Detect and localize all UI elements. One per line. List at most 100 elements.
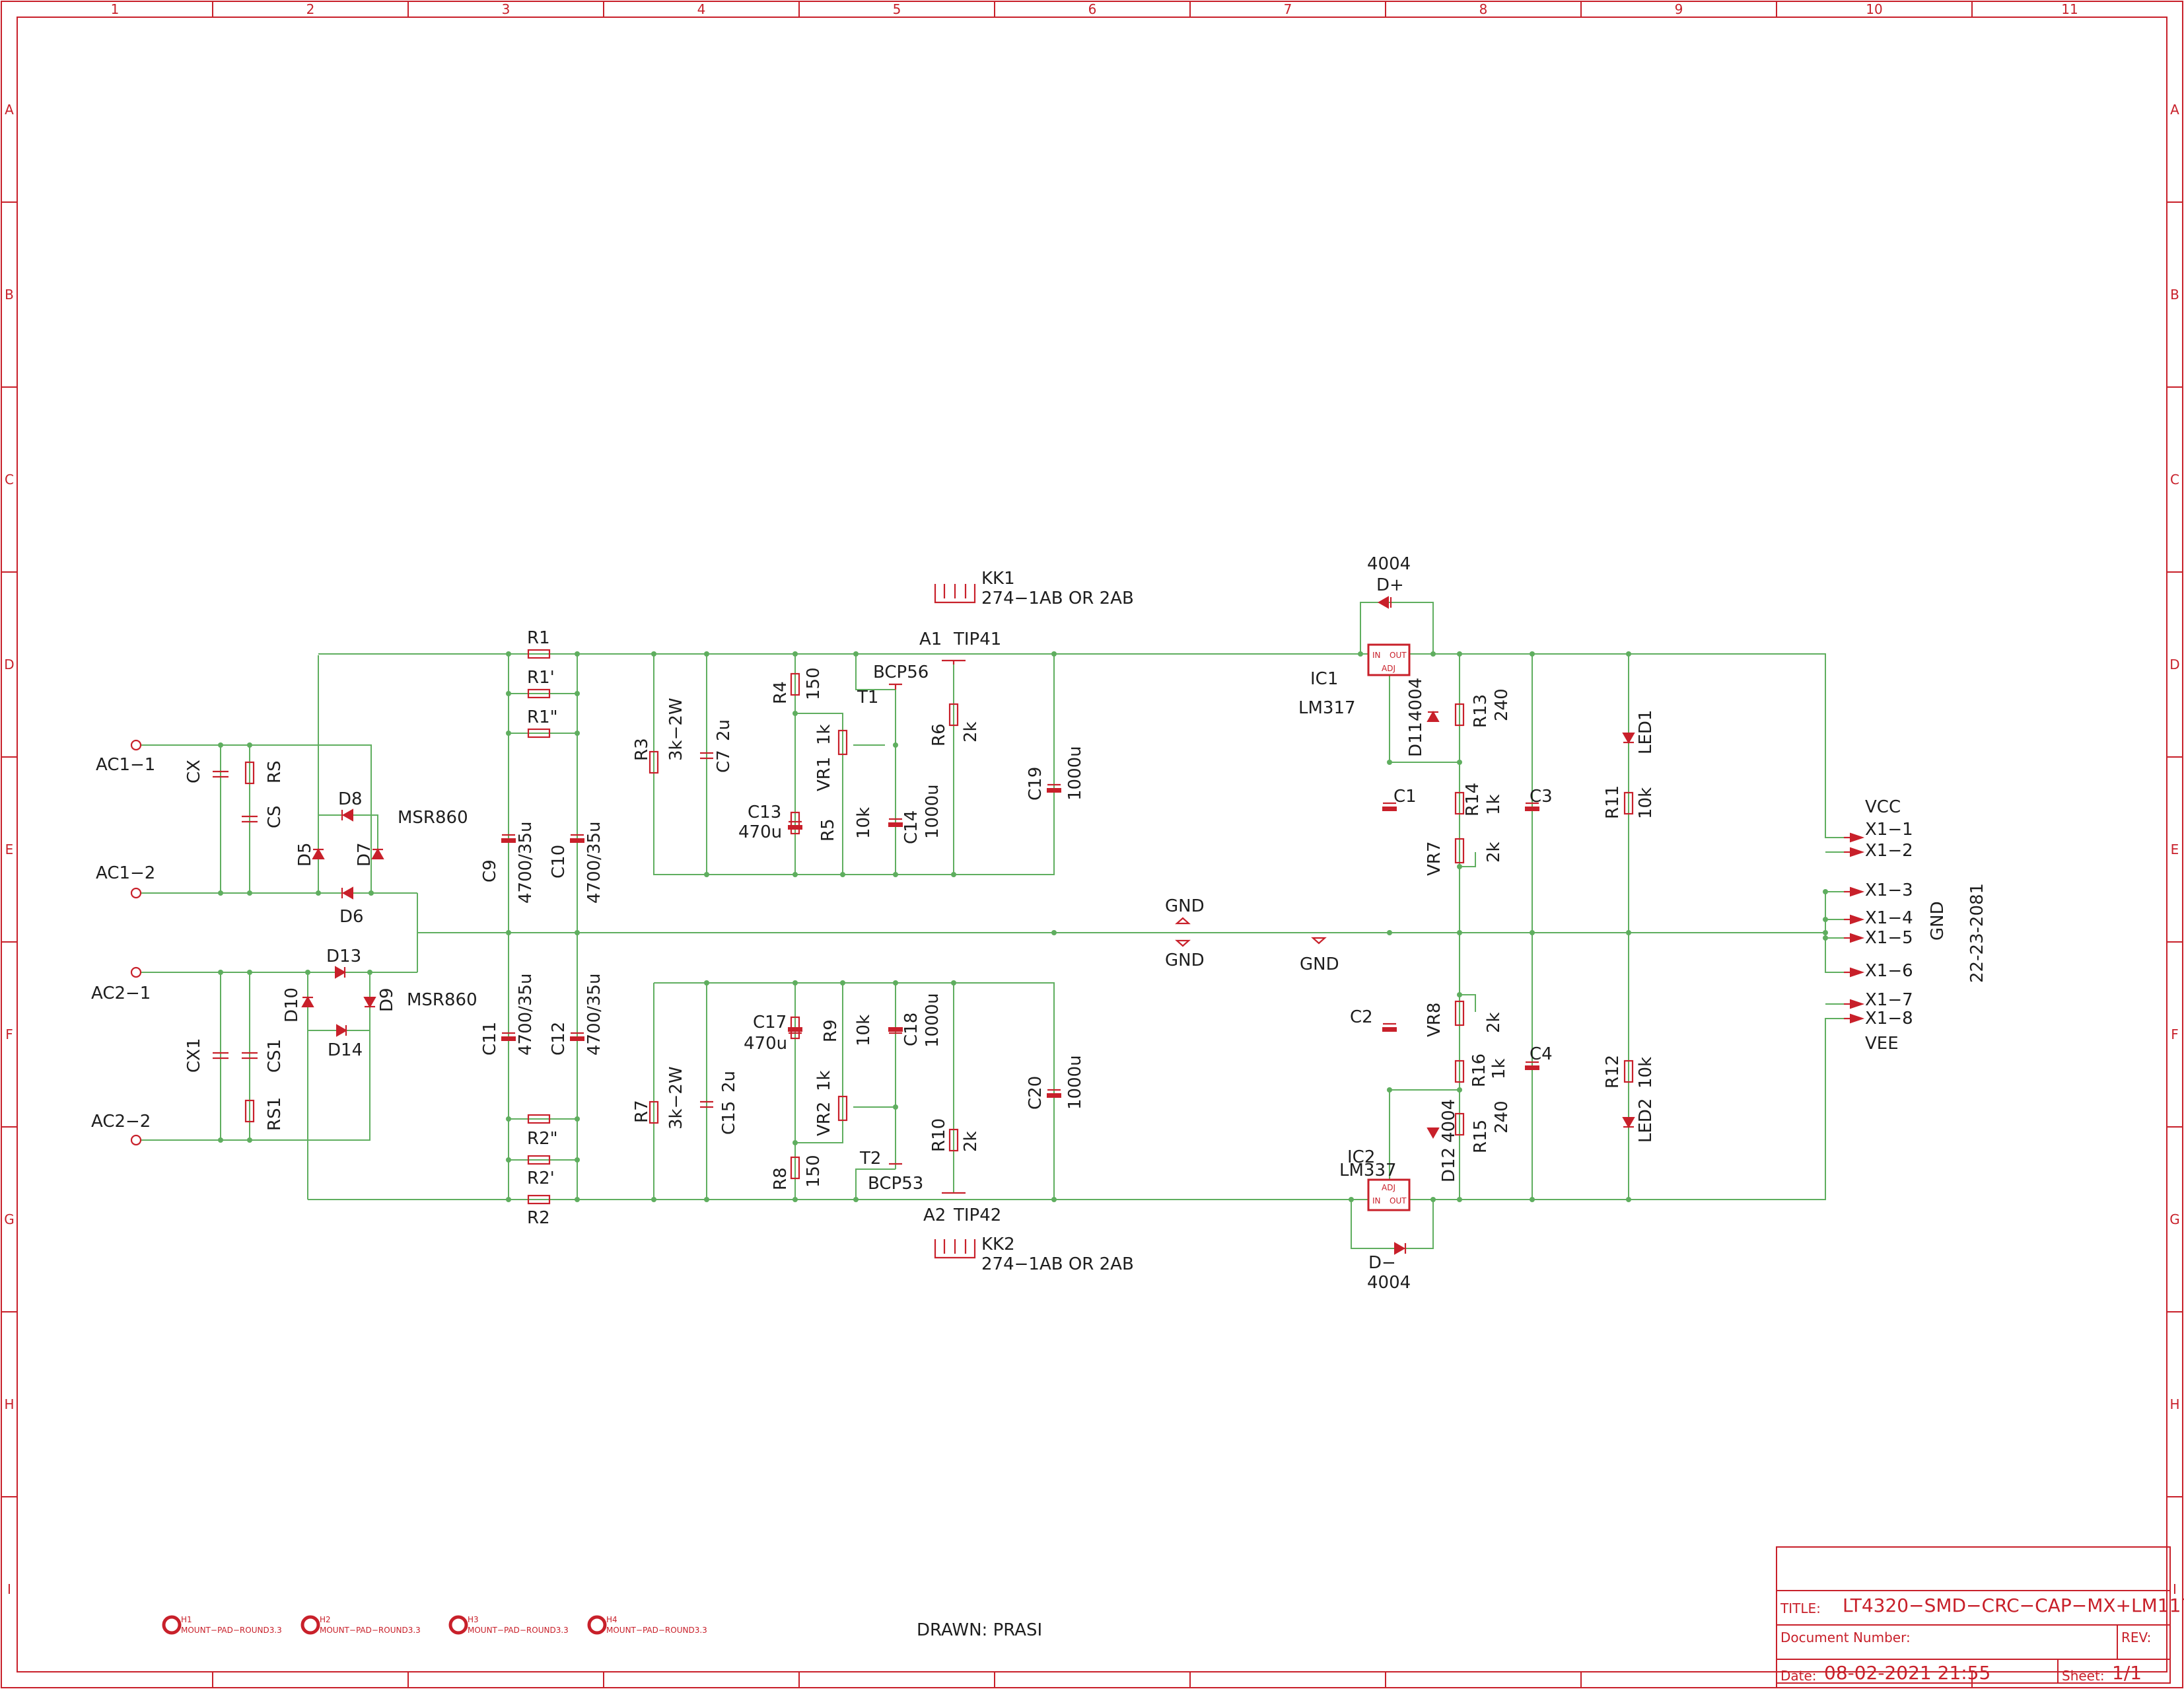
input-terminals: AC1−1 AC1−2 AC2−1 AC2−2 (91, 739, 155, 1146)
bridge-msr860-1: D5 D6 D7 D8 MSR860 (295, 789, 468, 927)
frame-row-label: G (4, 1211, 15, 1227)
frame-row-label: F (5, 1026, 13, 1042)
r4-value: 150 (804, 667, 824, 700)
bridge-msr860-2: D10 D9 D13 D14 MSR860 (282, 947, 477, 1060)
frame-row-label: F (2171, 1026, 2179, 1042)
frame-col-label: 8 (1479, 1, 1488, 17)
frame-col-label: 2 (306, 1, 315, 17)
r8-label: R8 (771, 1167, 791, 1190)
t2-label: T2 (859, 1149, 881, 1168)
x1-pin-5: X1−5 (1865, 928, 1913, 948)
ac2-1-label: AC2−1 (91, 984, 151, 1003)
r11-label: R11 (1603, 785, 1623, 819)
c12-label: C12 (549, 1022, 569, 1056)
gnd3-label: GND (1300, 954, 1339, 974)
mounting-holes: H1 MOUNT−PAD−ROUND3.3 H2 MOUNT−PAD−ROUND… (162, 1615, 707, 1635)
r9-label: R9 (821, 1019, 841, 1042)
d10-label: D10 (282, 988, 302, 1023)
dminus-value: 4004 (1367, 1273, 1411, 1293)
ic2-label: IC2 (1347, 1147, 1375, 1167)
frame-row-label: A (5, 102, 14, 118)
led1-label: LED1 (1636, 710, 1656, 754)
frame-row-label: C (2170, 472, 2179, 487)
x1-pin-7: X1−7 (1865, 990, 1913, 1010)
r13-label: R13 (1471, 694, 1491, 728)
connector-gnd-label: GND (1928, 901, 1948, 941)
c15-label: C15 (719, 1101, 739, 1135)
r15-value: 240 (1492, 1100, 1512, 1133)
bulk-caps: C9 4700/35u C10 4700/35u C11 4700/35u C1… (480, 822, 604, 1056)
x1-pin-6: X1−6 (1865, 961, 1913, 981)
frame-row-label: D (4, 657, 14, 672)
d12-label: D12 (1439, 1147, 1459, 1182)
c13-value: 470u (738, 822, 782, 842)
ac2-snubber: CX1 CS1 RS1 (184, 1038, 285, 1131)
document-number-label: Document Number: (1780, 1630, 1911, 1645)
ic1-pin-in: IN (1372, 651, 1381, 660)
title-block: TITLE: LT4320−SMD−CRC−CAP−MX+LM117 Docum… (1776, 1546, 2184, 1684)
gnd2-label: GND (1165, 951, 1205, 970)
r3-label: R3 (632, 738, 652, 761)
r2-label: R2 (527, 1208, 550, 1228)
frame-row-label: A (2170, 102, 2179, 118)
ic1-box (1367, 643, 1411, 676)
c11-label: C11 (480, 1022, 500, 1056)
c14-value: 1000u (923, 784, 942, 839)
junction-dots (218, 651, 1828, 1202)
ic2-pin-in: IN (1372, 1196, 1381, 1205)
rs-label: RS (265, 760, 285, 783)
ic1-label: IC1 (1310, 669, 1338, 689)
ground-symbols: GND GND GND (1165, 896, 1339, 974)
mount-ref: H4 (606, 1615, 617, 1624)
cx1-label: CX1 (184, 1038, 204, 1073)
sheet-label: Sheet: (2062, 1668, 2105, 1684)
positive-pre-regulator: R3 3k−2W C7 2u R4 150 C13 470u VR1 1k R5… (632, 569, 1134, 844)
c18-label: C18 (901, 1013, 921, 1046)
frame-row-label: H (4, 1396, 14, 1412)
cs1-label: CS1 (265, 1039, 285, 1073)
frame-row-label: G (2169, 1211, 2180, 1227)
lm317-regulator: 4004 D+ IN OUT ADJ IC1 LM317 D11 4004 R1… (1298, 554, 1656, 876)
r5-value: 10k (854, 807, 874, 839)
sheet-value: 1/1 (2112, 1662, 2142, 1684)
c3-label: C3 (1530, 787, 1553, 807)
frame-row-label: E (2171, 842, 2179, 857)
r16-value: 1k (1489, 1058, 1509, 1079)
r12-value: 10k (1636, 1057, 1656, 1089)
d11-value: 4004 (1406, 678, 1426, 721)
r8-value: 150 (804, 1155, 824, 1188)
kk1-label: KK1 (981, 569, 1015, 589)
r9-value: 10k (854, 1015, 874, 1046)
mount-value: MOUNT−PAD−ROUND3.3 (606, 1626, 707, 1635)
c19-label: C19 (1026, 767, 1045, 801)
ic2-box (1367, 1178, 1411, 1211)
vr8-label: VR8 (1425, 1003, 1444, 1037)
r1b-label: R1" (527, 707, 558, 727)
tip41-label: TIP41 (953, 629, 1001, 649)
d8-label: D8 (338, 789, 363, 809)
wire-net (140, 602, 1844, 1249)
kk2-value: 274−1AB OR 2AB (981, 1254, 1134, 1274)
a1-label: A1 (919, 629, 942, 649)
series-resistors: R1 R1' R1" R2" R2' R2 (527, 628, 558, 1228)
r2a-label: R2' (527, 1168, 555, 1188)
frame-row-label: C (5, 472, 14, 487)
c10-label: C10 (549, 845, 569, 879)
c2-label: C2 (1350, 1007, 1373, 1027)
frame-row-label: B (2170, 287, 2179, 303)
frame-row-label: B (5, 287, 14, 303)
r6-label: R6 (929, 723, 949, 746)
lm337-regulator: C2 VR8 2k R16 1k C4 R12 10k LED2 D12 400… (1339, 1000, 1656, 1293)
d11-label: D11 (1406, 722, 1426, 757)
d6-label: D6 (339, 907, 364, 927)
ic1-value: LM317 (1298, 698, 1356, 718)
c11-value: 4700/35u (516, 974, 536, 1056)
vr7-value: 2k (1484, 842, 1504, 863)
r11-value: 10k (1636, 787, 1656, 819)
kk1-value: 274−1AB OR 2AB (981, 589, 1134, 608)
r5-label: R5 (818, 818, 838, 842)
c12-value: 4700/35u (584, 974, 604, 1056)
mount-value: MOUNT−PAD−ROUND3.3 (468, 1626, 569, 1635)
